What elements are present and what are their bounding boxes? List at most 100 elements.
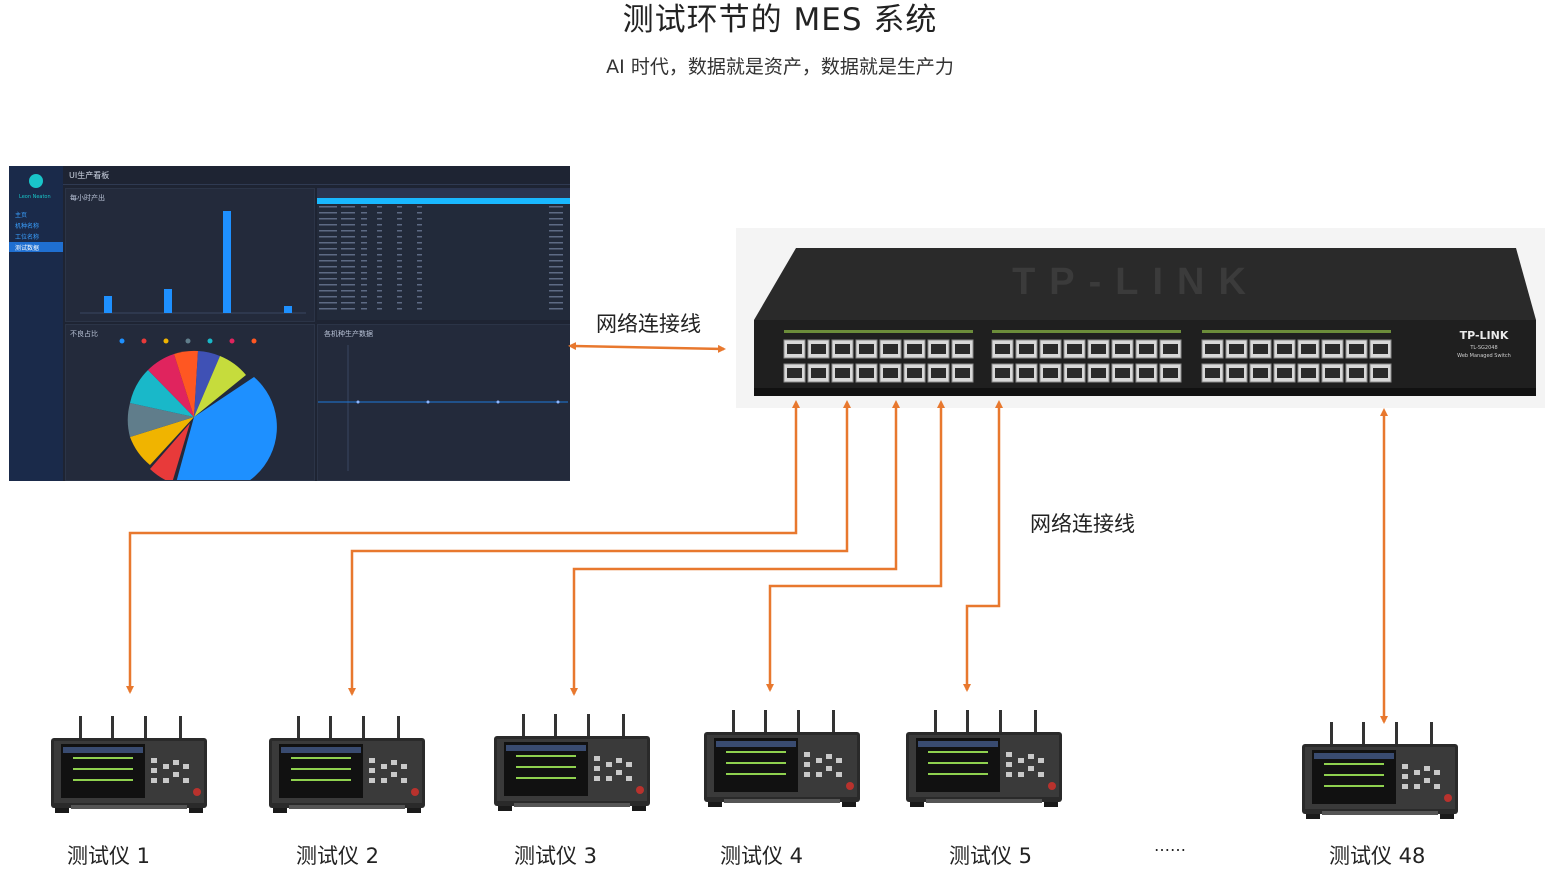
page-subtitle: AI 时代，数据就是资产，数据就是生产力 <box>606 56 954 78</box>
switch-port-socket <box>1301 344 1316 354</box>
switch-port-socket <box>955 368 970 378</box>
link-tester-5 <box>963 400 1003 692</box>
avatar <box>29 174 43 188</box>
switch-port-socket <box>1139 368 1154 378</box>
switch-port-socket <box>907 344 922 354</box>
ellipsis: …… <box>1154 836 1186 855</box>
switch-port-socket <box>995 368 1010 378</box>
switch-port-socket <box>1229 344 1244 354</box>
switch-port-socket <box>811 368 826 378</box>
link-tester-2 <box>348 400 851 696</box>
switch-port-socket <box>1373 368 1388 378</box>
switch-port-socket <box>931 368 946 378</box>
tester-illustration <box>704 710 860 807</box>
tester-illustration <box>269 716 425 813</box>
switch-port-socket <box>1229 368 1244 378</box>
switch-port-socket <box>1205 368 1220 378</box>
tester-device-48 <box>1302 722 1460 824</box>
switch-port-socket <box>1019 344 1034 354</box>
switch-port-socket <box>1349 344 1364 354</box>
user-name: Leon Neaton <box>19 194 51 200</box>
switch-port-socket <box>1115 368 1130 378</box>
pie-legend <box>119 338 257 344</box>
switch-port-socket <box>787 368 802 378</box>
tester-label-4: 测试仪 4 <box>720 844 804 868</box>
switch-ports <box>783 330 1392 383</box>
switch-subtitle-label: Web Managed Switch <box>1457 353 1511 359</box>
switch-port-socket <box>1253 344 1268 354</box>
table-rows <box>319 206 563 310</box>
switch-port-socket <box>1205 344 1220 354</box>
tester-illustration <box>51 716 207 813</box>
switch-model-label: TL-SG2048 <box>1469 345 1497 351</box>
switch-led-row <box>784 330 973 333</box>
switch-port-socket <box>859 368 874 378</box>
tester-device-5 <box>906 710 1064 812</box>
table-selected-row <box>317 198 570 204</box>
tester-illustration <box>1302 722 1458 819</box>
hourly-bar-1 <box>104 296 112 313</box>
page-title: 测试环节的 MES 系统 <box>622 2 938 38</box>
switch-led-row <box>992 330 1181 333</box>
tester-label-3: 测试仪 3 <box>514 844 598 868</box>
switch-port-socket <box>859 344 874 354</box>
tester-label-2: 测试仪 2 <box>296 844 380 868</box>
divider <box>63 184 570 185</box>
connection-label-top: 网络连接线 <box>596 312 701 336</box>
model-production-title: 各机种生产数据 <box>324 330 373 338</box>
hourly-bar-4 <box>284 306 292 313</box>
tester-label-48: 测试仪 48 <box>1329 844 1426 868</box>
tester-device-1 <box>51 716 209 818</box>
connection-label-bottom: 网络连接线 <box>1030 512 1135 536</box>
switch-port-socket <box>1163 344 1178 354</box>
switch-port-socket <box>931 344 946 354</box>
switch-port-socket <box>835 344 850 354</box>
switch-port-socket <box>1163 368 1178 378</box>
table-header <box>317 188 570 198</box>
switch-port-socket <box>1349 368 1364 378</box>
dashboard-title: UI生产看板 <box>69 171 110 180</box>
nav-item-model[interactable]: 机种名称 <box>15 223 40 230</box>
switch-port-socket <box>883 344 898 354</box>
tester-label-1: 测试仪 1 <box>67 844 151 868</box>
switch-port-socket <box>787 344 802 354</box>
nav-item-home[interactable]: 主页 <box>15 212 28 219</box>
tester-device-2 <box>269 716 427 818</box>
hourly-output-panel: 每小时产出 <box>65 188 315 322</box>
tester-illustration <box>494 714 650 811</box>
link-dashboard-switch <box>568 342 726 353</box>
tester-illustration <box>906 710 1062 807</box>
tester-device-4 <box>704 710 862 812</box>
dashboard-sidebar: Leon Neaton 主页 机种名称 工位名称 测试数据 <box>9 166 63 481</box>
hourly-output-title: 每小时产出 <box>70 194 105 202</box>
link-tester-4 <box>766 400 945 692</box>
switch-port-socket <box>1325 344 1340 354</box>
switch-port-socket <box>1091 344 1106 354</box>
switch-port-socket <box>1253 368 1268 378</box>
switch-port-socket <box>955 344 970 354</box>
switch-port-socket <box>1043 368 1058 378</box>
link-tester-1 <box>126 400 800 694</box>
switch-port-socket <box>1277 368 1292 378</box>
switch-brand-label: TP-LINK <box>1460 329 1509 342</box>
switch-led-row <box>1202 330 1391 333</box>
tester-label-5: 测试仪 5 <box>949 844 1033 868</box>
network-switch: TP-LINK TP-LINK TL-SG2048 Web Managed Sw… <box>736 228 1545 408</box>
switch-port-socket <box>1301 368 1316 378</box>
nav-item-test-data[interactable]: 测试数据 <box>15 245 40 252</box>
switch-port-socket <box>1139 344 1154 354</box>
nav-active-highlight <box>9 242 63 252</box>
switch-port-socket <box>995 344 1010 354</box>
test-data-table <box>317 188 570 320</box>
switch-port-socket <box>1091 368 1106 378</box>
hourly-bar-3 <box>223 211 231 313</box>
switch-top-cover <box>754 248 1536 320</box>
switch-port-socket <box>1115 344 1130 354</box>
nav-item-station[interactable]: 工位名称 <box>15 234 40 241</box>
switch-port-socket <box>1373 344 1388 354</box>
switch-port-socket <box>907 368 922 378</box>
hourly-bar-2 <box>164 289 172 313</box>
switch-port-socket <box>1067 344 1082 354</box>
hourly-output-chart <box>80 211 306 314</box>
